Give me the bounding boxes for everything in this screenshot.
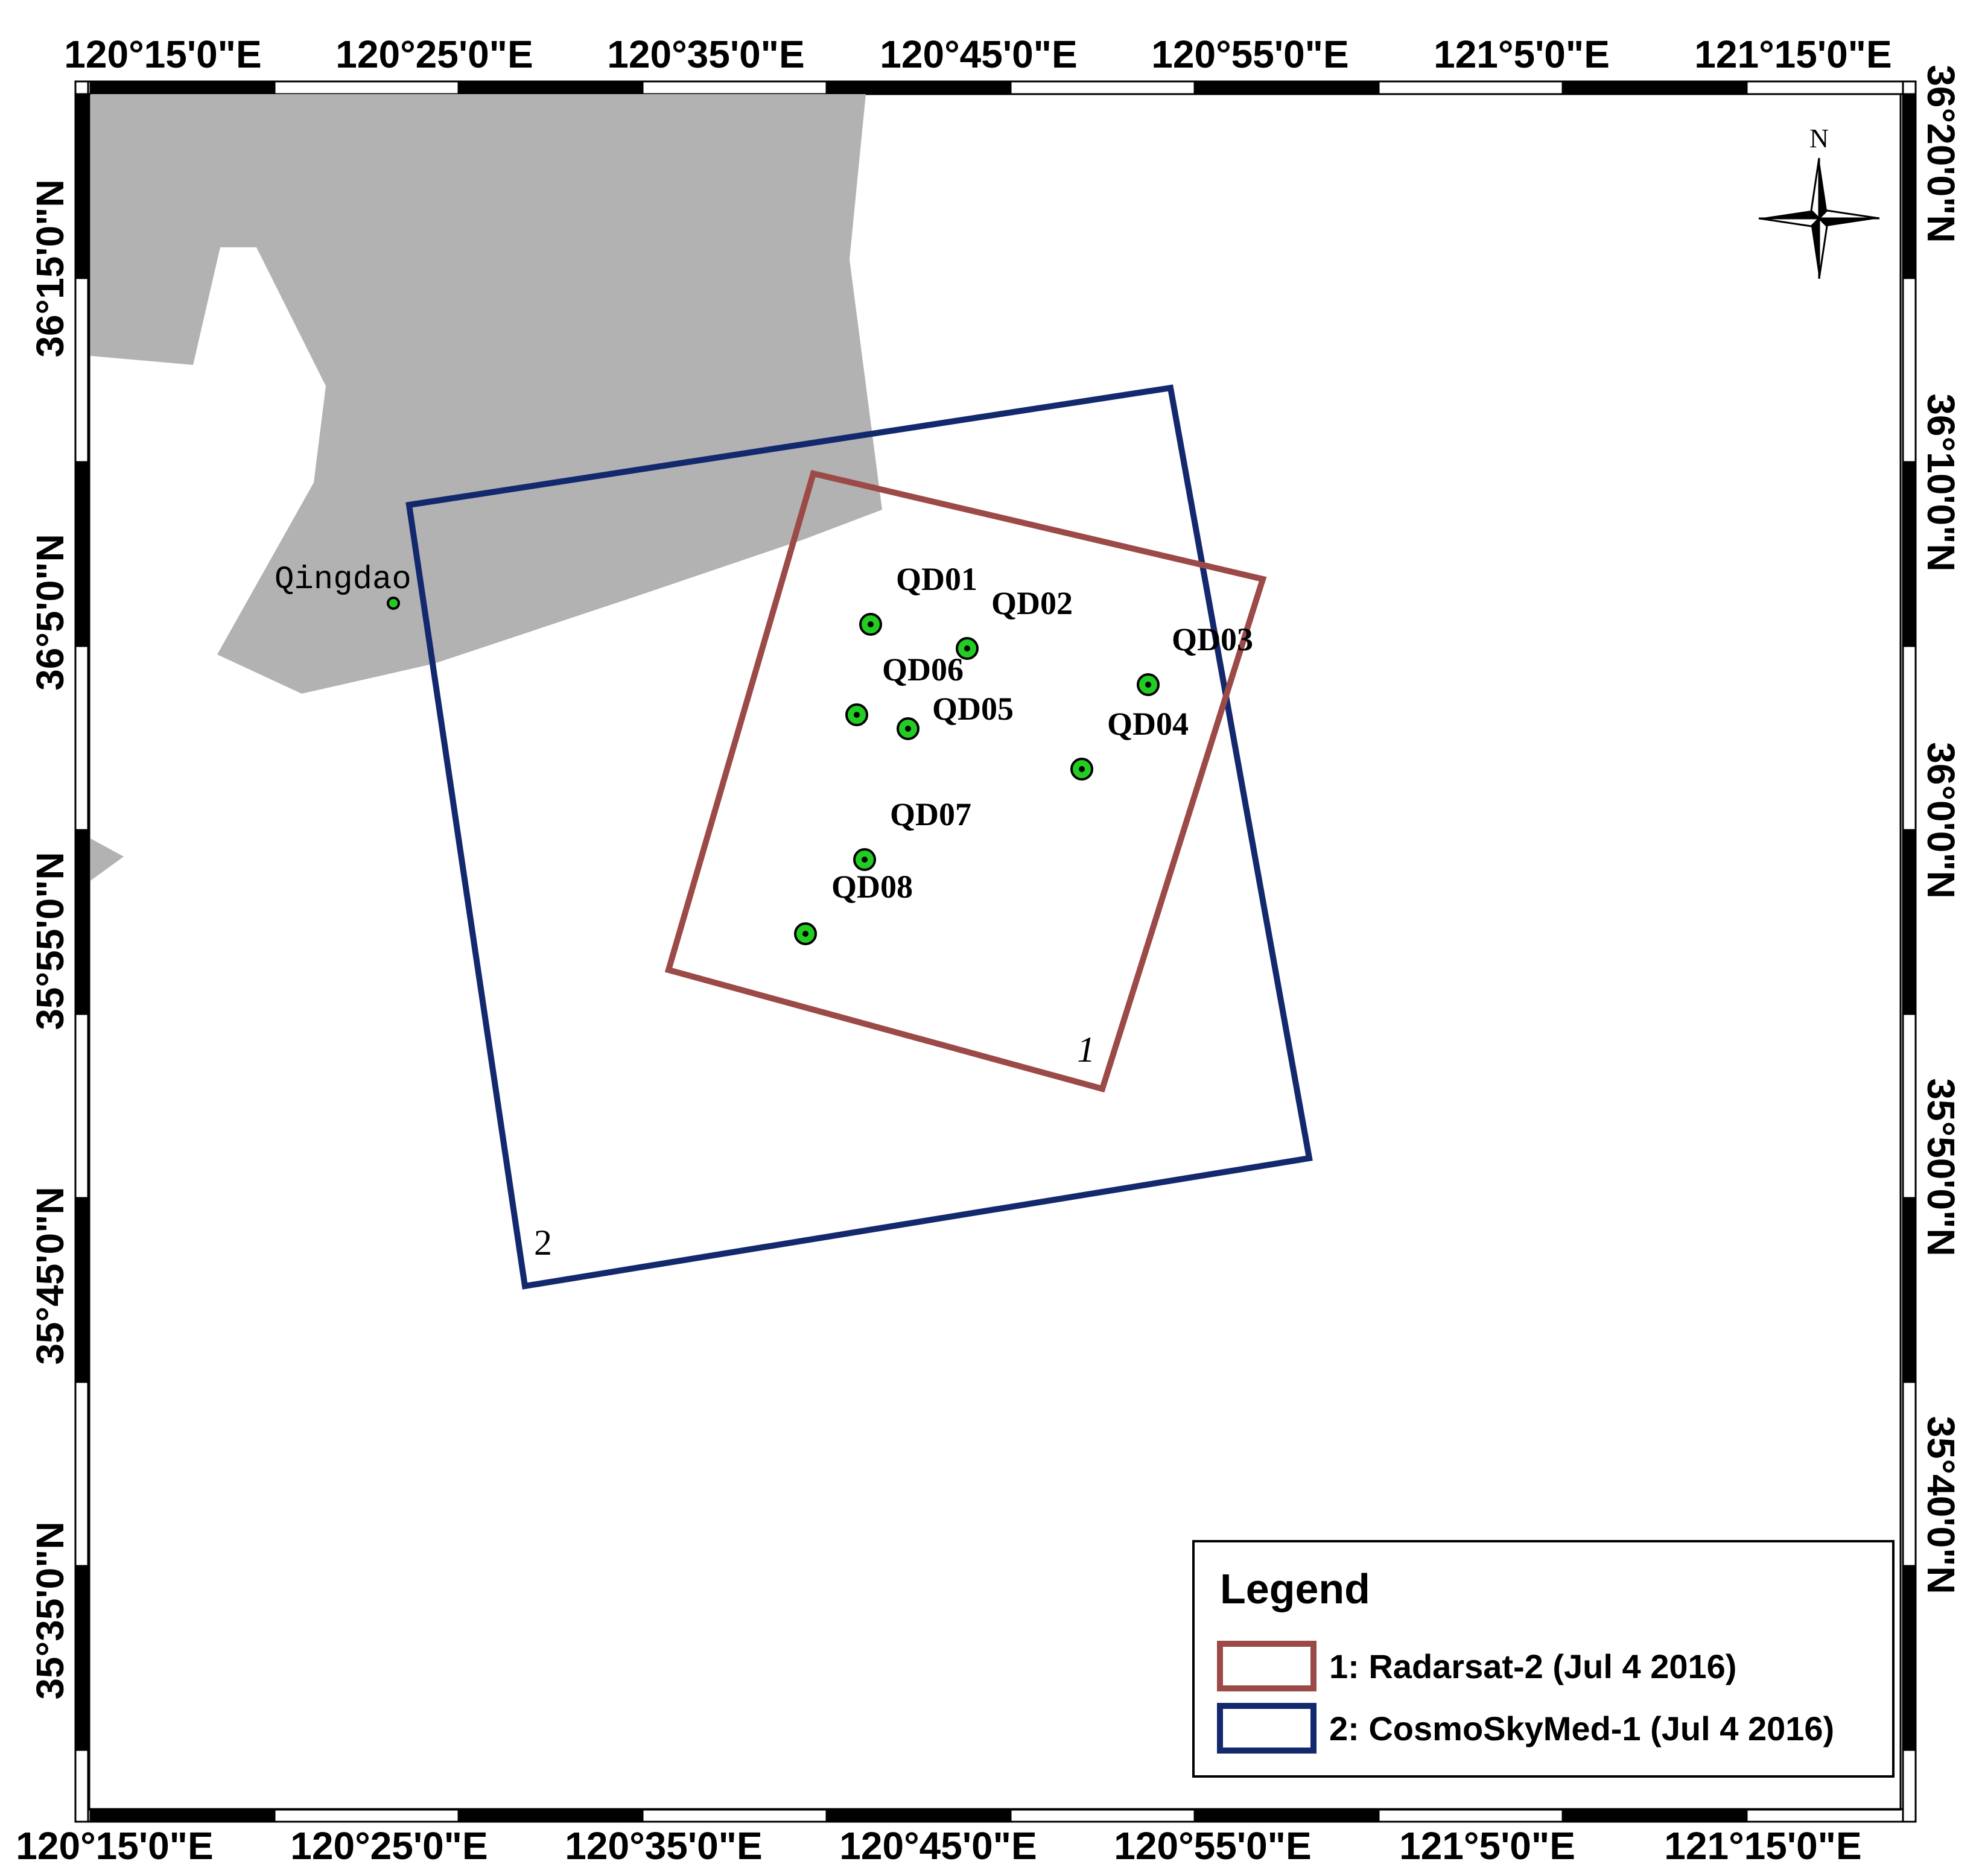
site-label-qd04: QD04 bbox=[1107, 706, 1189, 742]
site-label-qd02: QD02 bbox=[991, 585, 1073, 621]
site-marker-qd07 bbox=[853, 848, 876, 871]
bottom-lon-label: 121°15'0"E bbox=[1664, 1824, 1861, 1868]
top-lon-label: 120°25'0"E bbox=[335, 33, 533, 76]
land-area-north bbox=[91, 94, 882, 694]
top-lon-label: 120°55'0"E bbox=[1151, 33, 1348, 76]
left-lat-label: 35°35'0"N bbox=[28, 1521, 72, 1699]
city-label: Qingdao bbox=[275, 562, 411, 598]
site-marker-qd05 bbox=[897, 717, 920, 740]
right-lat-label: 35°50'0"N bbox=[1919, 1078, 1963, 1256]
site-label-qd05: QD05 bbox=[932, 691, 1014, 727]
site-marker-qd06 bbox=[845, 703, 868, 726]
left-latitude-labels: 36°15'0"N 36°5'0"N 35°55'0"N 35°45'0"N 3… bbox=[28, 179, 72, 1699]
land-layer bbox=[91, 94, 882, 881]
cosmoskymed-swath-outline bbox=[405, 384, 1313, 1290]
legend-item-cosmoskymed: 2: CosmoSkyMed-1 (Jul 4 2016) bbox=[1329, 1710, 1834, 1748]
north-label: N bbox=[1809, 124, 1829, 153]
graticule-frame bbox=[74, 80, 1917, 1823]
radarsat-swath-outline bbox=[664, 470, 1267, 1093]
right-lat-label: 36°20'0"N bbox=[1919, 65, 1963, 242]
top-longitude-labels: 120°15'0"E 120°25'0"E 120°35'0"E 120°45'… bbox=[64, 33, 1891, 76]
legend-swatch-cosmoskymed bbox=[1217, 1703, 1317, 1754]
bottom-lon-label: 120°35'0"E bbox=[565, 1824, 762, 1868]
city-marker bbox=[387, 597, 400, 610]
left-lat-label: 35°55'0"N bbox=[28, 852, 72, 1030]
site-label-qd03: QD03 bbox=[1172, 621, 1253, 658]
left-lat-label: 36°15'0"N bbox=[28, 179, 72, 357]
right-lat-label: 35°40'0"N bbox=[1919, 1416, 1963, 1594]
bottom-lon-label: 120°45'0"E bbox=[839, 1824, 1037, 1868]
right-latitude-labels: 36°20'0"N 36°10'0"N 36°0'0"N 35°50'0"N 3… bbox=[1919, 65, 1963, 1594]
top-lon-label: 120°35'0"E bbox=[607, 33, 804, 76]
site-markers bbox=[794, 613, 1160, 945]
legend-swatch-radarsat bbox=[1217, 1641, 1317, 1691]
swath-number-1: 1 bbox=[1077, 1030, 1095, 1070]
site-marker-qd04 bbox=[1070, 758, 1093, 781]
swath-number-2: 2 bbox=[534, 1223, 552, 1263]
land-area-west bbox=[91, 838, 124, 881]
bottom-lon-label: 120°15'0"E bbox=[16, 1824, 213, 1868]
site-marker-qd02 bbox=[956, 637, 979, 660]
site-marker-qd03 bbox=[1137, 673, 1160, 696]
north-arrow-icon: N bbox=[1758, 124, 1880, 279]
top-lon-label: 121°15'0"E bbox=[1694, 33, 1891, 76]
site-label-qd06: QD06 bbox=[882, 651, 964, 688]
site-label-qd07: QD07 bbox=[890, 796, 971, 832]
city-qingdao: Qingdao bbox=[275, 562, 411, 610]
legend-box bbox=[1192, 1540, 1895, 1778]
legend: Legend 1: Radarsat-2 (Jul 4 2016) 2: Cos… bbox=[1192, 1540, 1895, 1778]
left-lat-label: 36°5'0"N bbox=[28, 534, 72, 691]
site-marker-qd01 bbox=[859, 613, 882, 636]
top-lon-label: 120°15'0"E bbox=[64, 33, 261, 76]
site-marker-qd08 bbox=[794, 922, 817, 945]
site-label-qd01: QD01 bbox=[896, 561, 977, 597]
legend-item-radarsat: 1: Radarsat-2 (Jul 4 2016) bbox=[1329, 1647, 1736, 1685]
bottom-lon-label: 121°5'0"E bbox=[1399, 1824, 1575, 1868]
legend-title: Legend bbox=[1220, 1565, 1370, 1612]
site-labels: QD01 QD02 QD03 QD04 QD05 QD06 QD07 QD08 bbox=[831, 561, 1253, 905]
bottom-lon-label: 120°55'0"E bbox=[1114, 1824, 1311, 1868]
top-lon-label: 120°45'0"E bbox=[880, 33, 1077, 76]
left-lat-label: 35°45'0"N bbox=[28, 1187, 72, 1364]
bottom-lon-label: 120°25'0"E bbox=[290, 1824, 488, 1868]
top-lon-label: 121°5'0"E bbox=[1434, 33, 1610, 76]
bottom-longitude-labels: 120°15'0"E 120°25'0"E 120°35'0"E 120°45'… bbox=[16, 1824, 1861, 1868]
right-lat-label: 36°0'0"N bbox=[1919, 742, 1963, 899]
site-label-qd08: QD08 bbox=[831, 869, 913, 905]
right-lat-label: 36°10'0"N bbox=[1919, 393, 1963, 571]
